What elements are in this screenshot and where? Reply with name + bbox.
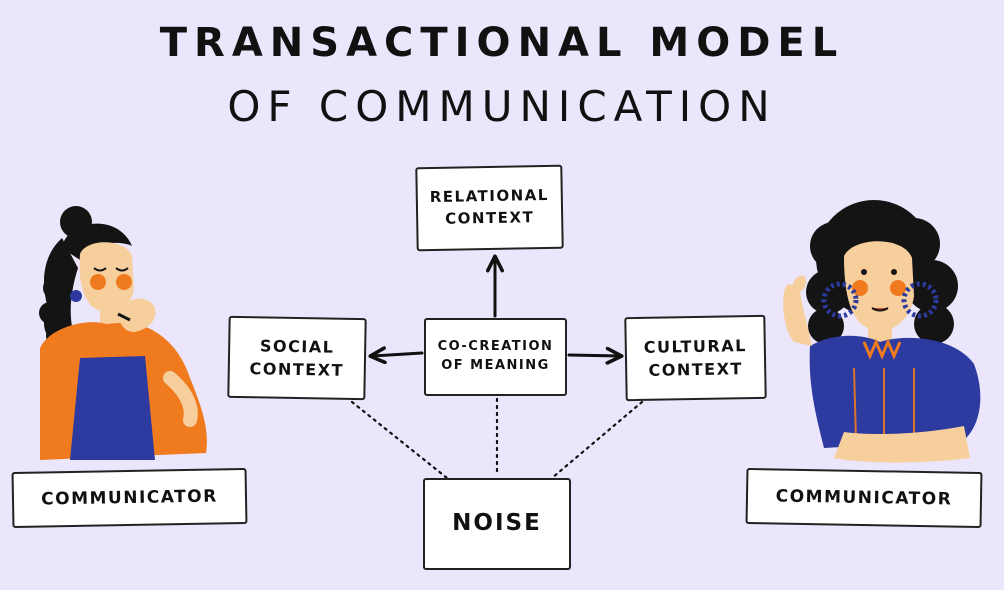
noise-line-cultural xyxy=(550,400,644,480)
right-communicator-label-box: COMMUNICATOR xyxy=(745,467,983,529)
title-line-2: OF COMMUNICATION xyxy=(227,82,777,131)
left-hair xyxy=(62,223,132,260)
right-earring-left xyxy=(821,281,859,319)
noise-line-social xyxy=(350,400,449,480)
right-communicator-label: COMMUNICATOR xyxy=(775,486,953,510)
left-hand xyxy=(118,298,156,332)
left-communicator-label-box: COMMUNICATOR xyxy=(11,467,248,529)
cultural-context-line-2: CONTEXT xyxy=(648,359,744,380)
right-hand xyxy=(783,275,812,346)
noise-label: NOISE xyxy=(452,510,542,537)
title-line-1: TRANSACTIONAL MODEL xyxy=(159,20,845,66)
cultural-context-line-1: CULTURAL xyxy=(643,335,748,357)
arrow-to-social xyxy=(368,346,424,365)
right-communicator-illustration xyxy=(783,200,981,463)
left-blue-overall xyxy=(70,356,155,460)
left-communicator-illustration xyxy=(39,206,207,460)
left-earring xyxy=(70,290,82,302)
co-creation-line-2: OF MEANING xyxy=(441,358,550,373)
co-creation-line-1: CO-CREATION xyxy=(437,339,554,355)
social-context-line-2: CONTEXT xyxy=(249,359,345,380)
left-communicator-label: COMMUNICATOR xyxy=(41,486,218,510)
arrow-to-cultural xyxy=(567,346,624,365)
left-face xyxy=(79,242,134,312)
co-creation-box: CO-CREATION OF MEANING xyxy=(424,318,567,396)
right-earring-right xyxy=(901,281,939,319)
relational-context-line-1: RELATIONAL xyxy=(429,186,549,207)
noise-box: NOISE xyxy=(423,478,571,570)
right-face xyxy=(844,241,914,331)
social-context-line-1: SOCIAL xyxy=(259,336,335,357)
cultural-context-box: CULTURAL CONTEXT xyxy=(624,314,767,402)
right-blue-top xyxy=(809,335,981,448)
relational-context-line-2: CONTEXT xyxy=(444,208,535,228)
relational-context-box: RELATIONAL CONTEXT xyxy=(415,164,564,252)
social-context-box: SOCIAL CONTEXT xyxy=(227,315,367,401)
